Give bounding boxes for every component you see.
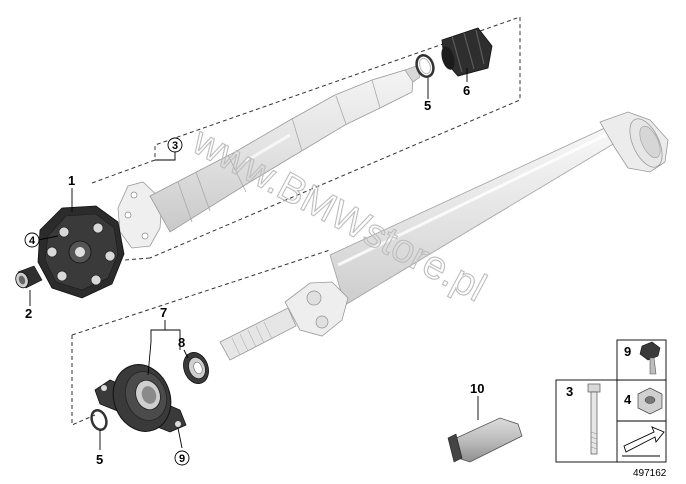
grease-tube bbox=[447, 417, 523, 463]
center-bearing bbox=[94, 364, 187, 433]
rubber-boot bbox=[441, 27, 493, 77]
callout-5-lower: 5 bbox=[96, 452, 103, 467]
legend-label-9: 9 bbox=[624, 344, 631, 359]
assembly-dashed-lines bbox=[71, 16, 521, 426]
fastener-legend: 9 3 4 bbox=[555, 339, 667, 463]
direction-arrow-icon bbox=[622, 426, 665, 457]
flexible-disc bbox=[37, 205, 125, 299]
centering-sleeve bbox=[15, 265, 43, 289]
rear-propeller-shaft bbox=[219, 111, 669, 361]
sealing-ring-lower bbox=[90, 409, 108, 431]
callout-5-upper: 5 bbox=[424, 98, 431, 113]
legend-label-4: 4 bbox=[624, 392, 632, 407]
diagram-id: 497162 bbox=[633, 468, 667, 479]
grooved-ball-bearing bbox=[183, 352, 209, 384]
sealing-ring-upper bbox=[415, 54, 435, 78]
callout-4-circled: 4 bbox=[29, 235, 36, 247]
callout-1: 1 bbox=[68, 173, 75, 188]
callout-3-circled: 3 bbox=[172, 140, 178, 152]
callout-8: 8 bbox=[178, 335, 185, 350]
callout-7: 7 bbox=[160, 305, 167, 320]
callout-9-circled: 9 bbox=[179, 453, 185, 465]
hex-bolt-icon bbox=[639, 341, 661, 375]
leader-lines bbox=[29, 68, 479, 450]
front-propeller-shaft bbox=[117, 65, 421, 249]
legend-label-3: 3 bbox=[566, 384, 573, 399]
callout-10: 10 bbox=[470, 381, 484, 396]
callout-6: 6 bbox=[463, 83, 470, 98]
callout-labels: 1 2 4 3 5 6 7 8 5 9 10 bbox=[24, 83, 484, 467]
hex-nut-icon bbox=[637, 387, 663, 415]
long-bolt-icon bbox=[587, 383, 601, 455]
callout-2: 2 bbox=[25, 306, 32, 321]
